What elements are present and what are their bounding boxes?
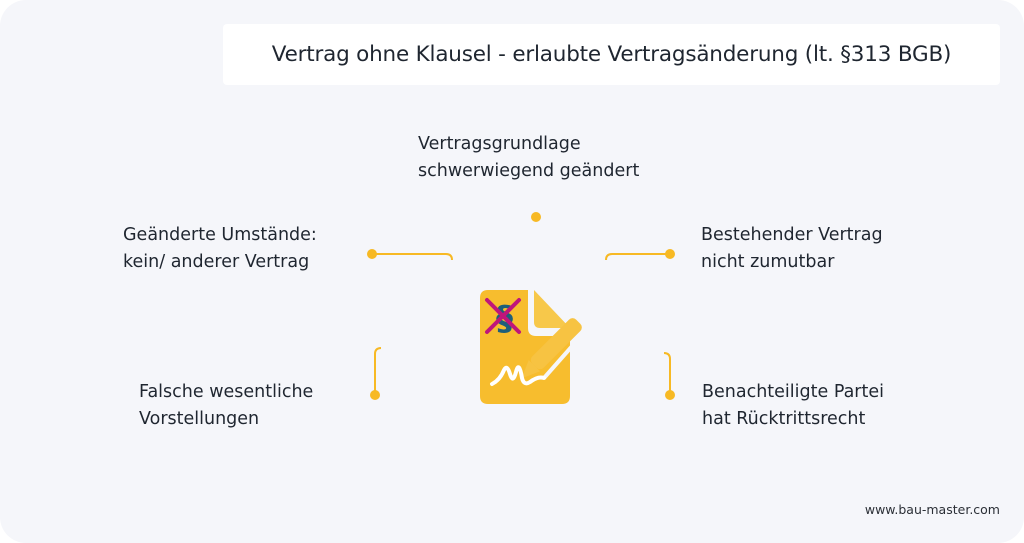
document-signature-paragraph-crossed-icon: § [480,290,582,404]
connector-top [531,212,541,260]
node-left-bottom: Falsche wesentliche Vorstellungen [139,379,313,433]
node-top-line-2: schwerwiegend geändert [418,161,640,181]
node-left-top: Geänderte Umstände: kein/ anderer Vertra… [123,222,317,276]
connector-right-bottom [622,352,675,400]
node-right-top: Bestehender Vertrag nicht zumutbar [701,222,883,276]
node-left-bottom-line-1: Falsche wesentliche [139,382,314,402]
website-link[interactable]: www.bau-master.com [864,502,1000,517]
title-box: Vertrag ohne Klausel - erlaubte Vertrags… [223,24,1000,85]
node-left-bottom-line-2: Vorstellungen [139,409,260,429]
node-right-bottom: Benachteiligte Partei hat Rücktrittsrech… [702,379,884,433]
connector-left-top [367,249,453,288]
connector-left-bottom [370,347,455,400]
node-top-line-1: Vertragsgrundlage [418,134,581,154]
node-right-bottom-line-1: Benachteiligte Partei [702,382,884,402]
node-right-bottom-line-2: hat Rücktrittsrecht [702,409,866,429]
node-right-top-line-1: Bestehender Vertrag [701,225,883,245]
node-right-top-line-2: nicht zumutbar [701,252,835,272]
node-top: Vertragsgrundlage schwerwiegend geändert [418,131,639,185]
diagram-title: Vertrag ohne Klausel - erlaubte Vertrags… [271,42,952,67]
node-left-top-line-2: kein/ anderer Vertrag [123,252,310,272]
connector-right-top [605,249,675,294]
node-left-top-line-1: Geänderte Umstände: [123,225,317,245]
